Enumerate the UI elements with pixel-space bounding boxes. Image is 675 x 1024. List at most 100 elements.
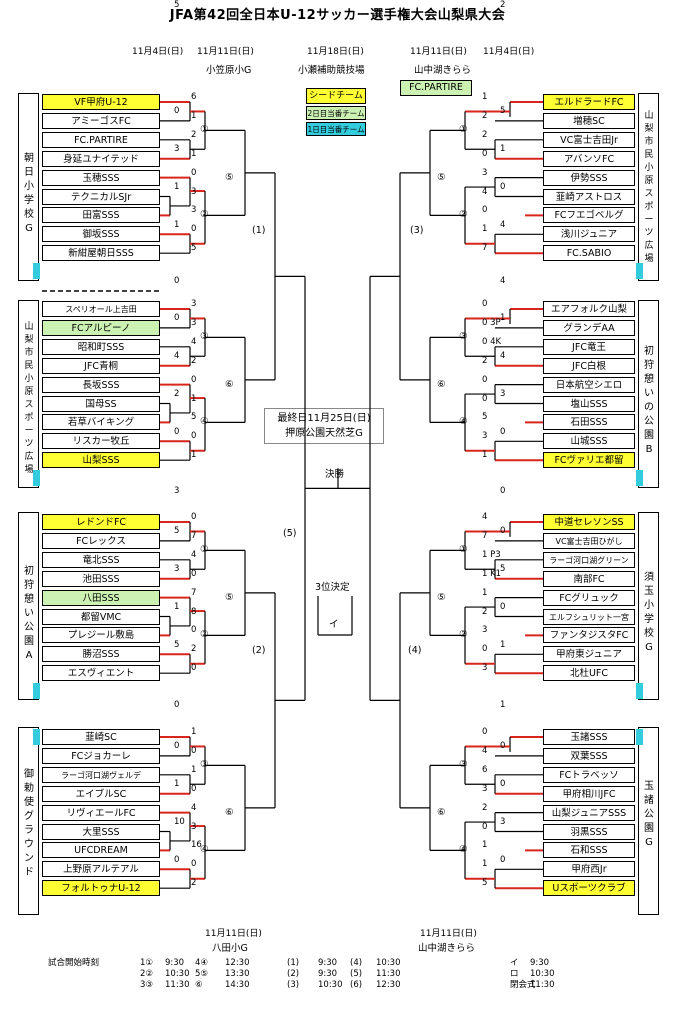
score: 0 — [191, 512, 197, 522]
venue-text: 初狩憩い公園A — [24, 566, 34, 661]
score: 3 — [500, 389, 506, 400]
schedule-cell: ⑥ — [195, 980, 203, 990]
schedule-cell: 9:30 — [530, 958, 550, 968]
score: 4 — [500, 219, 506, 230]
schedule-cell: 12:30 — [225, 958, 250, 968]
score: 1 — [191, 450, 197, 461]
score: 0 — [191, 859, 197, 870]
round-label: ④ — [200, 416, 209, 428]
team-r: エアフォルク山梨 — [543, 301, 635, 317]
team-r: Uスポーツクラブ — [543, 880, 635, 897]
score: 0 — [191, 431, 197, 442]
team-r: グランデAA — [543, 319, 635, 336]
score: 0 — [482, 205, 488, 216]
score: 0 — [500, 602, 506, 613]
score: 0 — [500, 854, 506, 865]
legend-day2: 2日目当番チーム — [306, 106, 366, 120]
schedule-cell: 10:30 — [318, 980, 343, 990]
score: 0 — [191, 374, 197, 385]
schedule-cell: 10:30 — [165, 969, 190, 979]
schedule-cell: (4) — [350, 958, 363, 968]
score: 4 — [482, 186, 488, 197]
third-place-match: イ — [329, 619, 339, 630]
team-r: 伊勢SSS — [543, 169, 635, 186]
score: 3 — [500, 817, 506, 828]
score: 2 — [191, 644, 197, 655]
round-label: ⑥ — [225, 378, 234, 390]
score: 4 — [191, 802, 197, 813]
team-r: 玉諸SSS — [543, 729, 635, 745]
team-l: 身延ユナイテッド — [42, 150, 160, 167]
team-r: エルドラードFC — [543, 94, 635, 110]
team-r: 浅川ジュニア — [543, 226, 635, 243]
score: 4 — [191, 549, 197, 560]
score: 2 — [482, 110, 488, 121]
team-l: FCレックス — [42, 532, 160, 549]
team-l: FCアルピーノ — [42, 319, 160, 336]
score: 3 — [174, 564, 180, 575]
final-date: 最終日11月25日(日) — [277, 413, 371, 424]
date-label: 11月18日(日) — [307, 47, 364, 57]
schedule-cell: イ — [510, 958, 519, 968]
team-l: FCジョカーレ — [42, 747, 160, 764]
score: 2 — [191, 355, 197, 366]
venue-box-left: 山梨市民小原スポーツ広場 — [18, 300, 39, 488]
team-l: エスヴィエント — [42, 665, 160, 682]
round-label: ⑤ — [437, 171, 446, 183]
score: 6 — [191, 92, 197, 102]
team-l: 山梨SSS — [42, 452, 160, 469]
score: 1 — [500, 639, 506, 650]
score: 0 — [482, 148, 488, 159]
team-l: ラーゴ河口湖ヴェルデ — [42, 766, 160, 783]
team-l: UFCDREAM — [42, 842, 160, 859]
score: 0 — [482, 644, 488, 655]
team-l: 勝沼SSS — [42, 646, 160, 663]
venue-box-left: 朝日小学校G — [18, 93, 39, 281]
schedule-cell: 12:30 — [376, 980, 401, 990]
team-r: FC.SABIO — [543, 245, 635, 262]
schedule-cell: 11:30 — [376, 969, 401, 979]
schedule-cell: (3) — [287, 980, 300, 990]
schedule-cell: 10:30 — [530, 969, 555, 979]
score: 0 — [500, 426, 506, 437]
date-label: 11月4日(日) — [483, 47, 535, 57]
round-label: ④ — [200, 844, 209, 856]
team-r: 石和SSS — [543, 842, 635, 859]
schedule-title: 試合開始時刻 — [48, 958, 100, 968]
team-r: 南部FC — [543, 570, 635, 587]
score: 7 — [191, 530, 197, 541]
score: 0 4K — [482, 336, 502, 347]
round-label: ③ — [200, 759, 209, 771]
schedule-cell: 4④ — [195, 958, 209, 968]
score: 6 — [482, 764, 488, 775]
score: 2 — [500, 0, 506, 10]
score: 3 — [191, 317, 197, 328]
score: 1 — [191, 110, 197, 121]
venue-box-left: 初狩憩い公園A — [18, 512, 39, 700]
legend-day1: 1日目当番チーム — [306, 122, 366, 136]
score: 0 — [482, 821, 488, 832]
schedule-cell: 閉会式 — [510, 980, 536, 990]
schedule-cell: 10:30 — [376, 958, 401, 968]
team-r: 石田SSS — [543, 414, 635, 431]
venue-text: 玉諸公園G — [644, 781, 654, 848]
team-r: ラーゴ河口湖グリーン — [543, 551, 635, 568]
venue-text: 須玉小学校G — [644, 572, 654, 653]
round-label: (5) — [283, 528, 297, 540]
round-label: (2) — [252, 644, 266, 656]
team-l: 池田SSS — [42, 570, 160, 587]
score: 1 — [191, 393, 197, 404]
round-label: ② — [459, 209, 468, 221]
team-l: 昭和町SSS — [42, 338, 160, 355]
score: 5 — [191, 243, 197, 254]
score: 1 — [174, 602, 180, 613]
schedule-cell: 5⑤ — [195, 969, 209, 979]
venue-box-right: 初狩憩いの公園B — [638, 300, 659, 488]
venue-text: 朝日小学校G — [24, 153, 34, 234]
date-label: 11月11日(日) — [410, 47, 467, 57]
schedule-cell: 9:30 — [318, 969, 338, 979]
venue-label: 小笠原小G — [206, 65, 252, 76]
team-r: FCトラベッソ — [543, 766, 635, 783]
score: 2 — [482, 606, 488, 617]
bottom-venue: 八田小G — [212, 943, 248, 954]
